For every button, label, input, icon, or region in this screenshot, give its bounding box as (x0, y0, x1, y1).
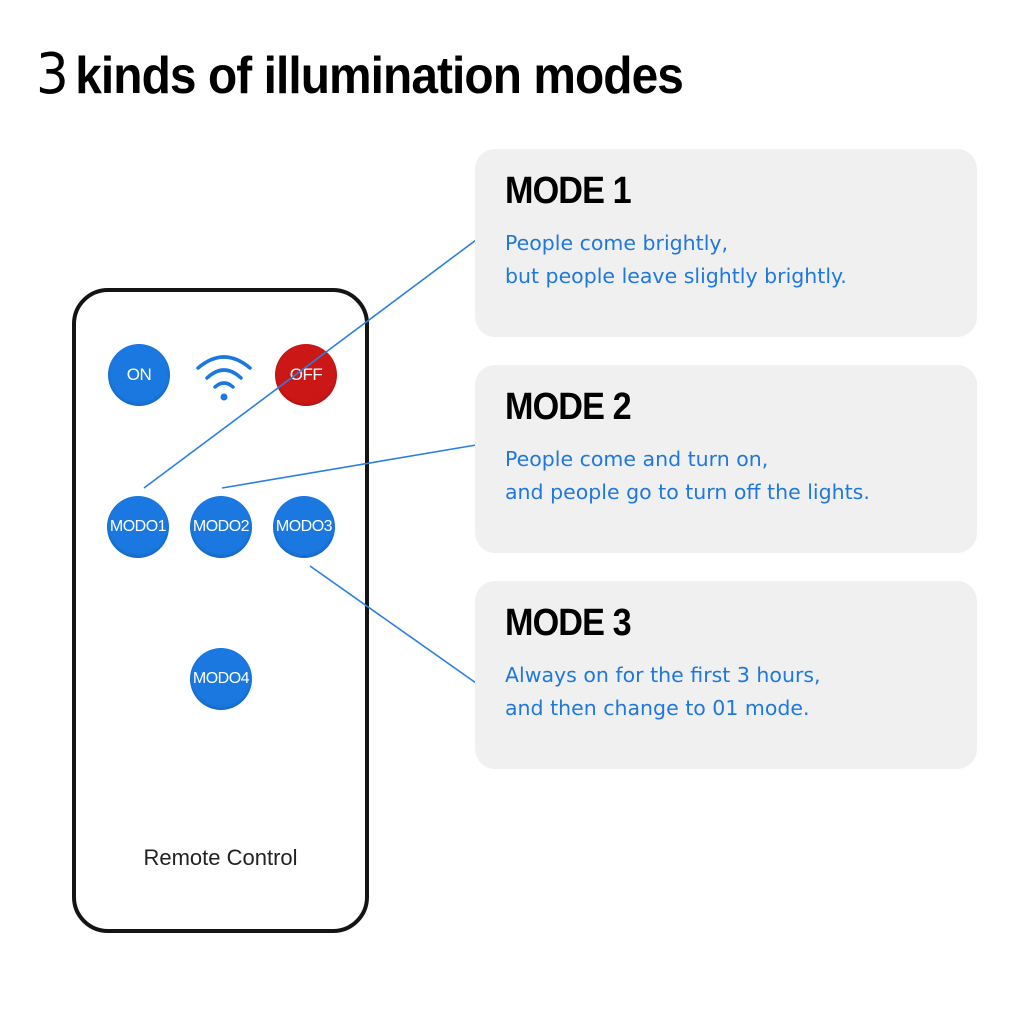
mode-description-line: and then change to 01 mode. (505, 696, 810, 720)
modo1-button[interactable]: MODO1 (107, 496, 169, 558)
mode-description-line: Always on for the first 3 hours, (505, 663, 821, 687)
page-title-number: 3 (36, 42, 69, 107)
wireless-signal-icon (196, 355, 252, 401)
mode-description: Always on for the first 3 hours, and the… (505, 659, 965, 725)
mode-description: People come brightly, but people leave s… (505, 227, 965, 293)
mode-description-line: and people go to turn off the lights. (505, 480, 870, 504)
mode-card-3: MODE 3 Always on for the first 3 hours, … (475, 581, 977, 769)
mode-title: MODE 1 (505, 170, 632, 212)
modo2-button[interactable]: MODO2 (190, 496, 252, 558)
page-title-text: kinds of illumination modes (75, 47, 684, 105)
modo4-button[interactable]: MODO4 (190, 648, 252, 710)
mode-description-line: but people leave slightly brightly. (505, 264, 847, 288)
mode-description: People come and turn on, and people go t… (505, 443, 965, 509)
mode-description-line: People come and turn on, (505, 447, 769, 471)
mode-card-2: MODE 2 People come and turn on, and peop… (475, 365, 977, 553)
mode-title: MODE 2 (505, 386, 632, 428)
on-button[interactable]: ON (108, 344, 170, 406)
remote-control-label: Remote Control (143, 845, 298, 870)
modo3-button[interactable]: MODO3 (273, 496, 335, 558)
remote-control: ON OFF MODO1 MODO2 MODO3 MODO4 Remote Co… (72, 288, 369, 933)
mode-title: MODE 3 (505, 602, 632, 644)
mode-description-line: People come brightly, (505, 231, 729, 255)
mode-card-1: MODE 1 People come brightly, but people … (475, 149, 977, 337)
off-button[interactable]: OFF (275, 344, 337, 406)
